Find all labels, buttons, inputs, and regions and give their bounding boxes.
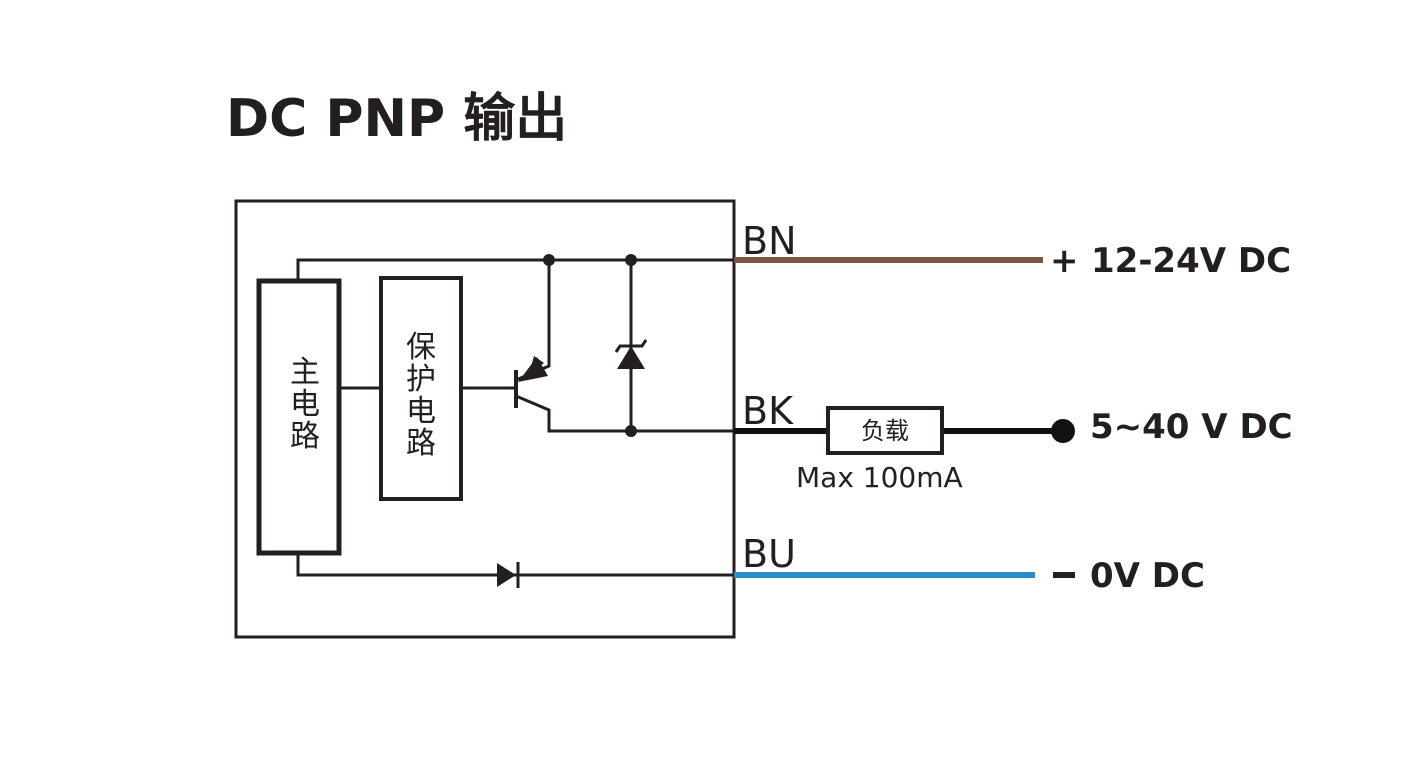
protection-circuit-char-2: 护 xyxy=(406,362,436,397)
main-circuit-char-2: 电 xyxy=(290,387,320,422)
load-label: 负载 xyxy=(861,417,909,445)
diode-icon xyxy=(497,562,520,588)
load-rating: Max 100mA xyxy=(796,461,963,494)
bu-label: BU xyxy=(742,532,796,576)
diagram-title: DC PNP 输出 xyxy=(226,89,568,149)
bn-supply-sign: + xyxy=(1050,241,1079,281)
bk-supply-voltage: 5~40 V DC xyxy=(1090,407,1293,447)
sensor-enclosure xyxy=(234,199,736,639)
junction-dot xyxy=(625,425,637,437)
protection-circuit-box xyxy=(379,276,463,501)
bn-supply-voltage: 12-24V DC xyxy=(1091,241,1291,281)
bk-label: BK xyxy=(742,389,794,433)
load-box xyxy=(826,406,944,455)
junction-dot xyxy=(543,254,555,266)
main-circuit-char-1: 主 xyxy=(290,355,320,390)
negative-rail xyxy=(296,553,734,577)
protection-circuit-char-3: 电 xyxy=(406,394,436,429)
bk-terminal-dot xyxy=(1051,419,1075,443)
protection-circuit-char-4: 路 xyxy=(406,426,436,461)
junction-dot xyxy=(625,254,637,266)
bu-minus-sign xyxy=(1053,572,1075,578)
bn-label: BN xyxy=(742,219,797,263)
zener-diode-icon xyxy=(614,260,648,431)
positive-rail xyxy=(296,258,734,281)
main-circuit-char-3: 路 xyxy=(290,419,320,454)
bu-supply-voltage: 0V DC xyxy=(1090,556,1205,596)
protection-circuit-char-1: 保 xyxy=(406,330,436,365)
pnp-transistor-icon xyxy=(514,260,734,433)
